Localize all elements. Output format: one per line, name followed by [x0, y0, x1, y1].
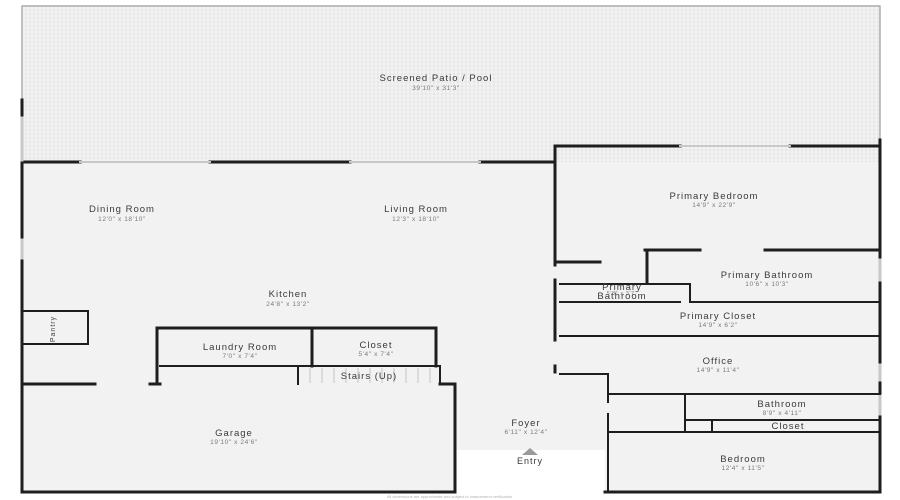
pantry-name: Pantry: [50, 316, 57, 342]
kitchen-dims: 24'8" x 13'2": [266, 301, 310, 308]
foyer-dims: 6'11" x 12'4": [505, 429, 548, 436]
floor-fills: [22, 6, 880, 492]
small-bath-walls: [559, 283, 691, 303]
room-labels: Screened Patio / Pool 39'10" x 31'3" Din…: [50, 73, 814, 499]
laundry-walls: [155, 326, 438, 386]
primary-closet-dims: 14'9" x 6'2": [698, 322, 737, 329]
small-bath-line2: Bathroom: [597, 291, 646, 302]
stair-treads: [309, 368, 431, 383]
laundry-dims: 7'0" x 7'4": [222, 353, 257, 360]
primary-bedroom-dims: 14'9" x 22'9": [692, 202, 736, 209]
garage-name: Garage: [215, 428, 253, 439]
small-bath-line1: Primary: [602, 282, 642, 293]
bedroom-top: [607, 413, 881, 493]
closet-mid-name: Closet: [360, 340, 393, 351]
primary-bathroom-dims: 10'6" x 10'3": [745, 281, 789, 288]
office-bottom: [559, 373, 881, 403]
office-dims: 14'9" x 11'4": [697, 367, 740, 374]
entry-arrow-icon: [522, 448, 538, 455]
patio-floor: [22, 6, 880, 162]
patio-name: Screened Patio / Pool: [380, 73, 493, 84]
primary-bedroom-name: Primary Bedroom: [670, 191, 759, 202]
foyer-name: Foyer: [511, 418, 540, 429]
primary-bathroom-name: Primary Bathroom: [721, 270, 814, 281]
bathroom-name: Bathroom: [757, 399, 806, 410]
closet-right-name: Closet: [772, 421, 805, 432]
primary-bedroom-bottom: [553, 248, 882, 264]
living-name: Living Room: [384, 204, 448, 215]
dining-dims: 12'0" x 18'10": [98, 216, 146, 223]
disclaimer: All dimensions are approximate and subje…: [387, 494, 513, 499]
entry-label: Entry: [517, 456, 543, 466]
laundry-name: Laundry Room: [203, 342, 277, 353]
bath-walls: [684, 393, 881, 433]
patio-dims: 39'10" x 31'3": [412, 85, 460, 92]
living-dims: 12'3" x 18'10": [392, 216, 440, 223]
garage-dims: 19'10" x 24'6": [210, 439, 258, 446]
bathroom-dims: 8'9" x 4'11": [763, 410, 802, 417]
walls: [20, 5, 882, 494]
pantry-walls: [21, 310, 89, 345]
dining-name: Dining Room: [89, 204, 155, 215]
small-bath-dims: 5'8" x 3'7": [607, 291, 638, 297]
entry-walk: [455, 450, 605, 492]
office-name: Office: [703, 356, 734, 367]
stairs-walls: [159, 365, 441, 385]
primary-closet-name: Primary Closet: [680, 311, 756, 322]
bedroom-name: Bedroom: [720, 454, 766, 465]
bedroom-dims: 12'4" x 11'5": [722, 465, 765, 472]
kitchen-name: Kitchen: [269, 289, 308, 300]
closet-mid-dims: 5'4" x 7'4": [358, 351, 393, 358]
stairs-name: Stairs (Up): [341, 371, 397, 382]
